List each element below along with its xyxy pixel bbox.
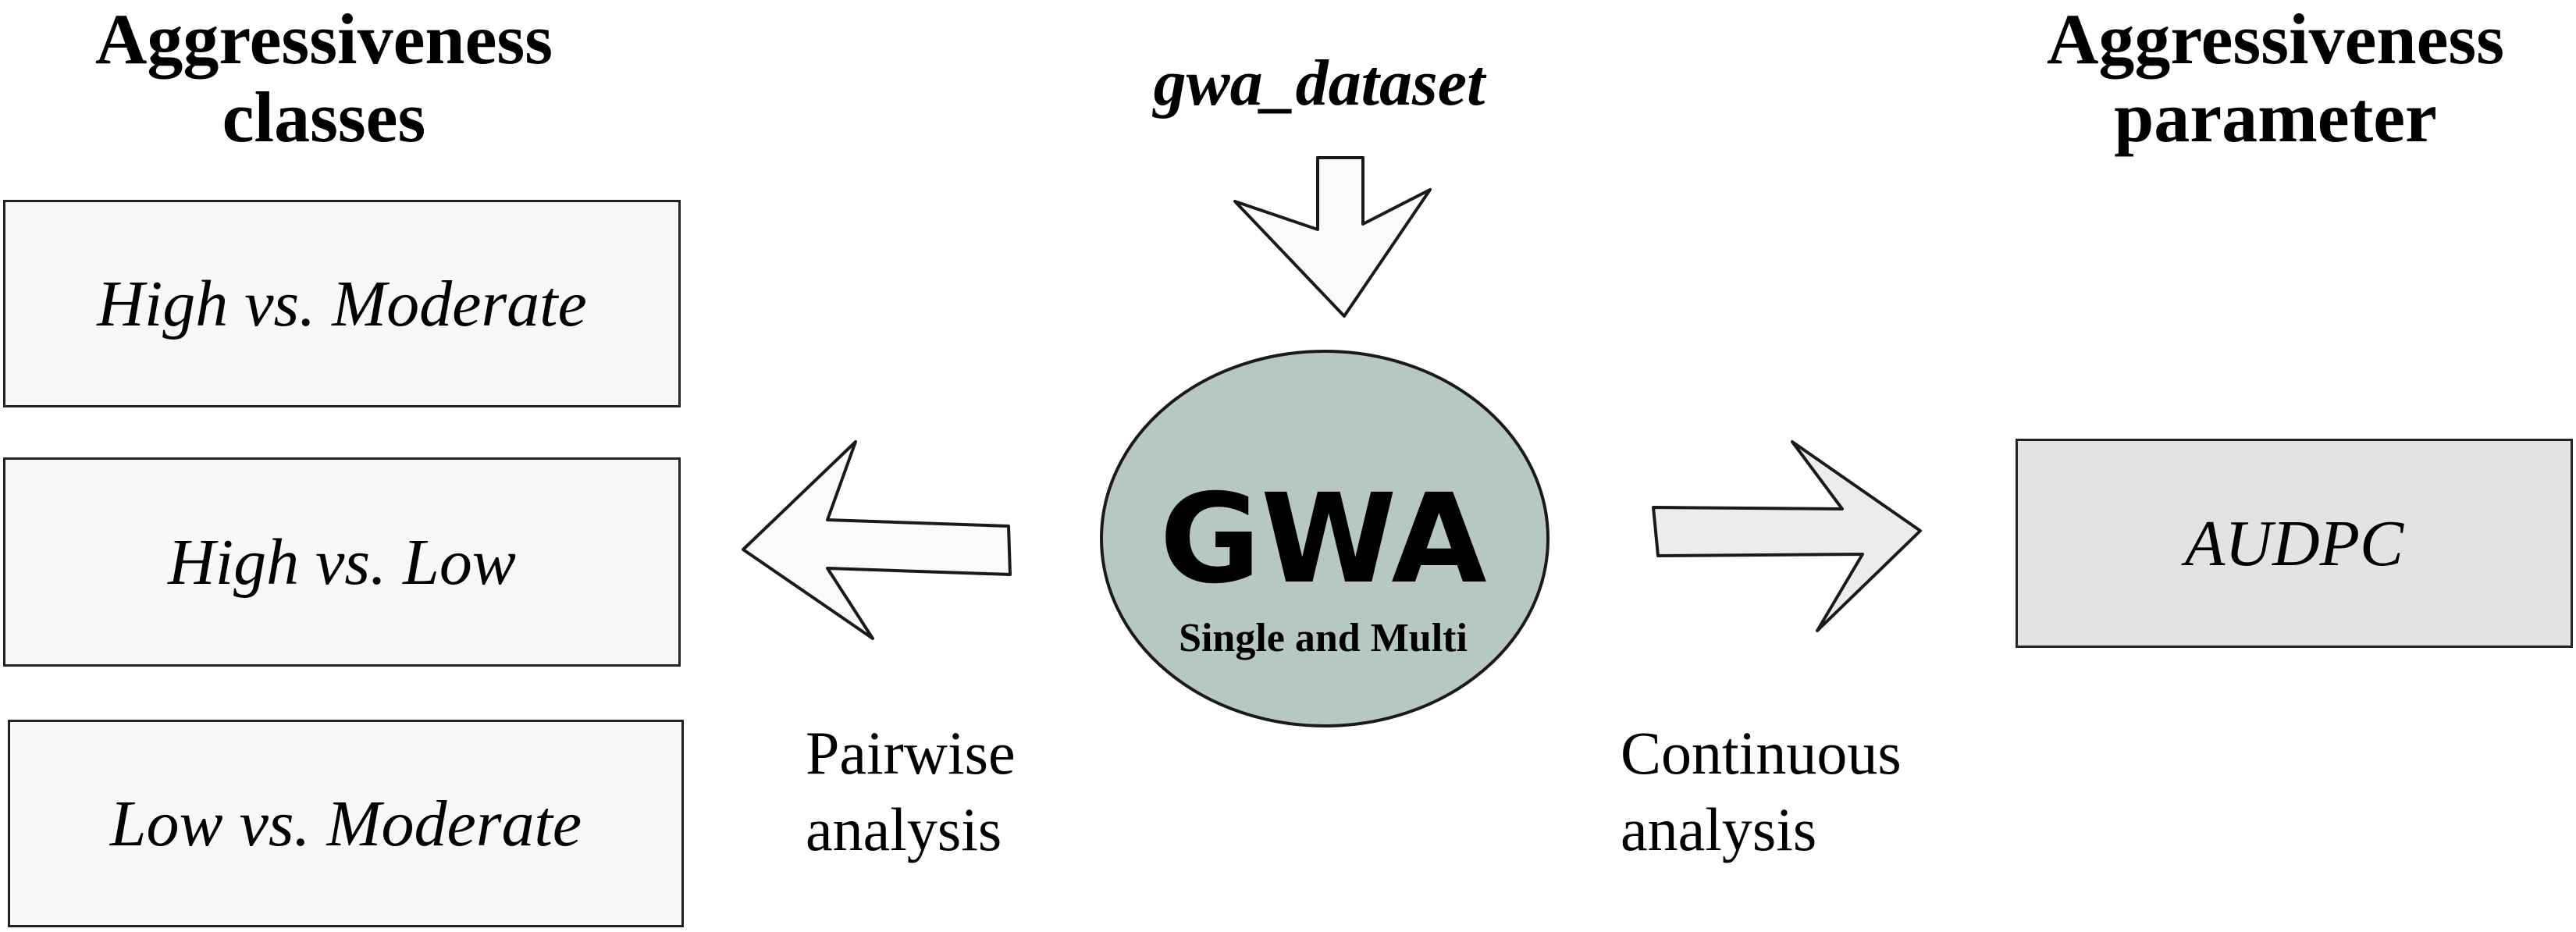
continuous-analysis-caption: Continuous analysis <box>1621 715 1902 868</box>
audpc-parameter-box: AUDPC <box>2016 439 2573 648</box>
audpc-label: AUDPC <box>2185 507 2403 580</box>
heading-left-line-2: classes <box>222 77 426 157</box>
heading-right-line-2: parameter <box>2114 77 2437 157</box>
pairwise-caption-line-1: Pairwise <box>806 719 1016 787</box>
continuous-caption-line-1: Continuous <box>1621 719 1902 787</box>
down-arrow <box>1233 156 1432 318</box>
class-box-label: Low vs. Moderate <box>109 787 582 860</box>
class-box-high-vs-low: High vs. Low <box>3 457 681 667</box>
class-box-label: High vs. Low <box>168 525 516 599</box>
heading-right-line-1: Aggressiveness <box>2046 0 2505 79</box>
gwa-dataset-label: gwa_dataset <box>1153 47 1485 119</box>
gwa-node-subtitle: Single and Multi <box>1179 616 1468 660</box>
continuous-arrow <box>1652 440 1922 632</box>
continuous-caption-line-2: analysis <box>1621 795 1817 863</box>
aggressiveness-parameter-heading: Aggressiveness parameter <box>1975 0 2576 156</box>
pairwise-analysis-caption: Pairwise analysis <box>806 715 1016 868</box>
gwa-node-title: GWA <box>1159 468 1487 611</box>
class-box-low-vs-moderate: Low vs. Moderate <box>8 720 684 927</box>
class-box-high-vs-moderate: High vs. Moderate <box>3 200 681 407</box>
pairwise-caption-line-2: analysis <box>806 795 1002 863</box>
heading-left-line-1: Aggressiveness <box>94 0 553 79</box>
pairwise-arrow <box>742 440 1012 640</box>
gwa-node <box>1100 350 1550 727</box>
class-box-label: High vs. Moderate <box>97 267 587 340</box>
aggressiveness-classes-heading: Aggressiveness classes <box>0 0 648 156</box>
